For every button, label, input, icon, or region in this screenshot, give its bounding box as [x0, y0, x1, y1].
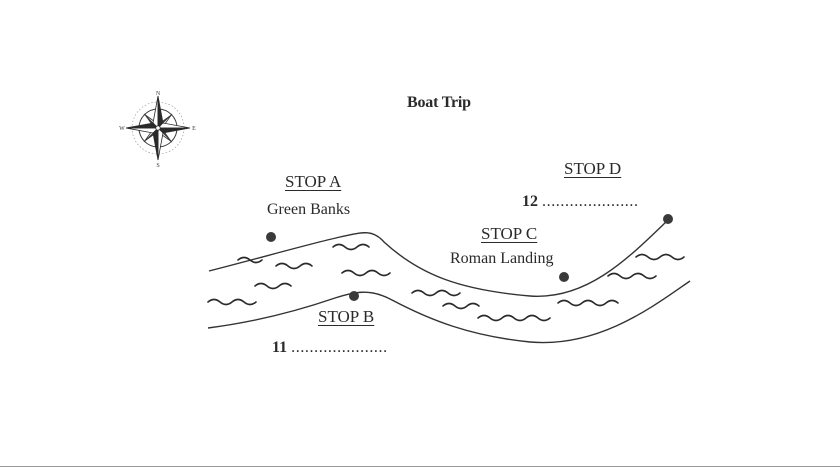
bottom-divider [0, 466, 840, 467]
stop-d-heading: STOP D [564, 159, 622, 178]
river-north-bank [208, 218, 670, 297]
stop-d-marker [663, 214, 673, 224]
stop-c-marker [559, 272, 569, 282]
stop-b-marker [349, 291, 359, 301]
answer-line-12: 12 ..................... [522, 193, 639, 211]
answer-blank-12[interactable]: ..................... [542, 193, 639, 210]
stop-c-heading: STOP C [481, 224, 538, 243]
river-south-bank [207, 280, 691, 344]
answer-blank-11[interactable]: ..................... [291, 339, 388, 356]
compass-rose-icon: N S E W [119, 91, 196, 169]
map-title: Boat Trip [407, 94, 471, 111]
stop-a-marker [266, 232, 276, 242]
compass-south-label: S [156, 163, 159, 169]
stop-c-name: Roman Landing [450, 250, 554, 267]
answer-line-11: 11 ..................... [272, 339, 388, 357]
compass-east-label: E [192, 126, 196, 132]
compass-north-label: N [156, 91, 161, 97]
compass-west-label: W [119, 126, 125, 132]
stop-b-heading: STOP B [318, 307, 375, 326]
question-number-11: 11 [272, 339, 288, 356]
river-water-waves [207, 243, 685, 322]
stop-a-name: Green Banks [267, 201, 351, 218]
stop-a-heading: STOP A [285, 172, 342, 191]
question-number-12: 12 [522, 193, 538, 210]
